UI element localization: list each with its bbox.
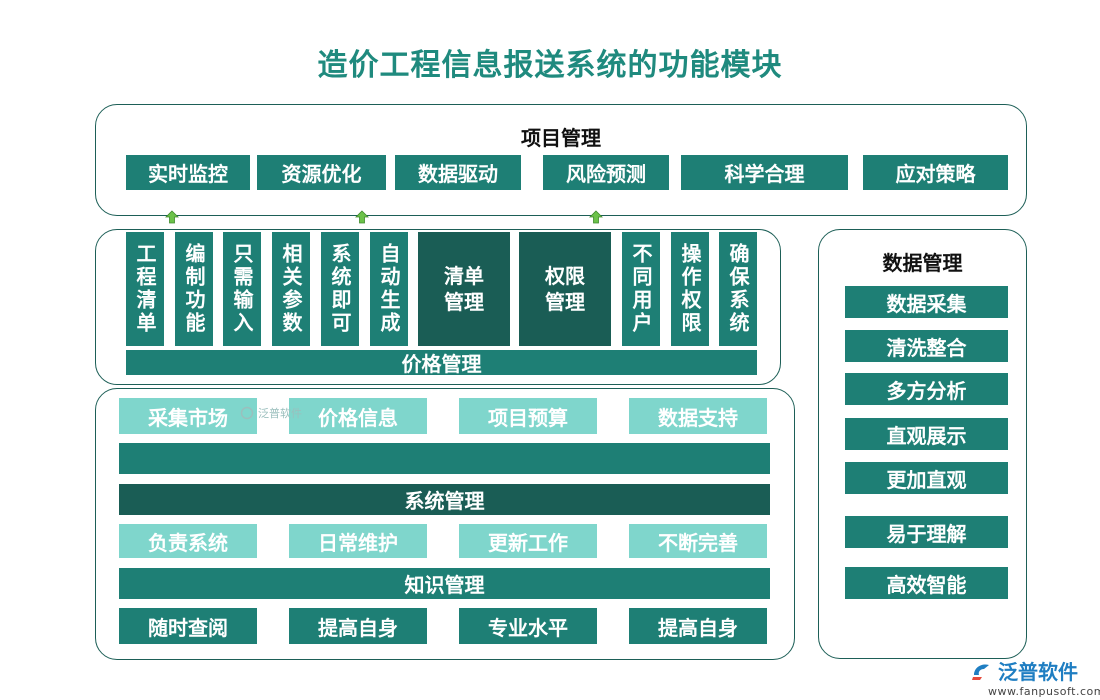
system-top-item: 数据支持 [629,398,767,434]
knowledge-item: 提高自身 [629,608,767,644]
watermark-text: 泛普软件 [258,407,302,420]
price-vertical-item: 系统即可 [321,232,359,346]
data-item: 直观展示 [845,418,1008,450]
project-item-risk-predict: 风险预测 [543,155,669,190]
system-top-item: 项目预算 [459,398,597,434]
data-item: 清洗整合 [845,330,1008,362]
price-vertical-item: 确保系统 [719,232,757,346]
data-item: 多方分析 [845,373,1008,405]
system-bottom-item: 日常维护 [289,524,427,558]
system-top-item: 采集市场 [119,398,257,434]
price-vertical-item: 编制功能 [175,232,213,346]
up-arrow-icon [589,210,603,224]
price-wide-item: 清单管理 [418,232,510,346]
brand-logo: 泛普软件 www.fanpusoft.com [970,656,1100,698]
up-arrow-icon [355,210,369,224]
knowledge-item: 随时查阅 [119,608,257,644]
price-vertical-item: 只需输入 [223,232,261,346]
watermark: 泛普软件 [240,405,302,421]
data-item: 数据采集 [845,286,1008,318]
brand-name: 泛普软件 [998,660,1078,684]
price-vertical-item: 相关参数 [272,232,310,346]
data-item: 更加直观 [845,462,1008,494]
project-item-scientific: 科学合理 [681,155,848,190]
price-management-label: 价格管理 [126,350,757,376]
data-item: 高效智能 [845,567,1008,599]
watermark-logo-icon [240,406,254,420]
brand-url: www.fanpusoft.com [988,685,1100,698]
brand-logo-icon [972,663,989,680]
system-management-label: 系统管理 [119,484,770,515]
system-bottom-item: 更新工作 [459,524,597,558]
data-item: 易于理解 [845,516,1008,548]
price-vertical-item: 不同用户 [622,232,660,346]
project-item-data-driven: 数据驱动 [395,155,521,190]
project-management-label: 项目管理 [521,126,601,150]
project-item-strategy: 应对策略 [863,155,1008,190]
project-item-resource-optimize: 资源优化 [257,155,386,190]
price-vertical-item: 工程清单 [126,232,164,346]
knowledge-management-label: 知识管理 [119,568,770,599]
price-vertical-item: 操作权限 [671,232,709,346]
knowledge-item: 专业水平 [459,608,597,644]
system-bottom-item: 负责系统 [119,524,257,558]
knowledge-item: 提高自身 [289,608,427,644]
page-title: 造价工程信息报送系统的功能模块 [317,48,783,83]
system-top-item: 价格信息 [289,398,427,434]
system-band [119,443,770,474]
system-bottom-item: 不断完善 [629,524,767,558]
up-arrow-icon [165,210,179,224]
price-wide-item: 权限管理 [519,232,611,346]
data-management-label: 数据管理 [882,251,963,275]
project-item-realtime-monitor: 实时监控 [126,155,250,190]
price-vertical-item: 自动生成 [370,232,408,346]
